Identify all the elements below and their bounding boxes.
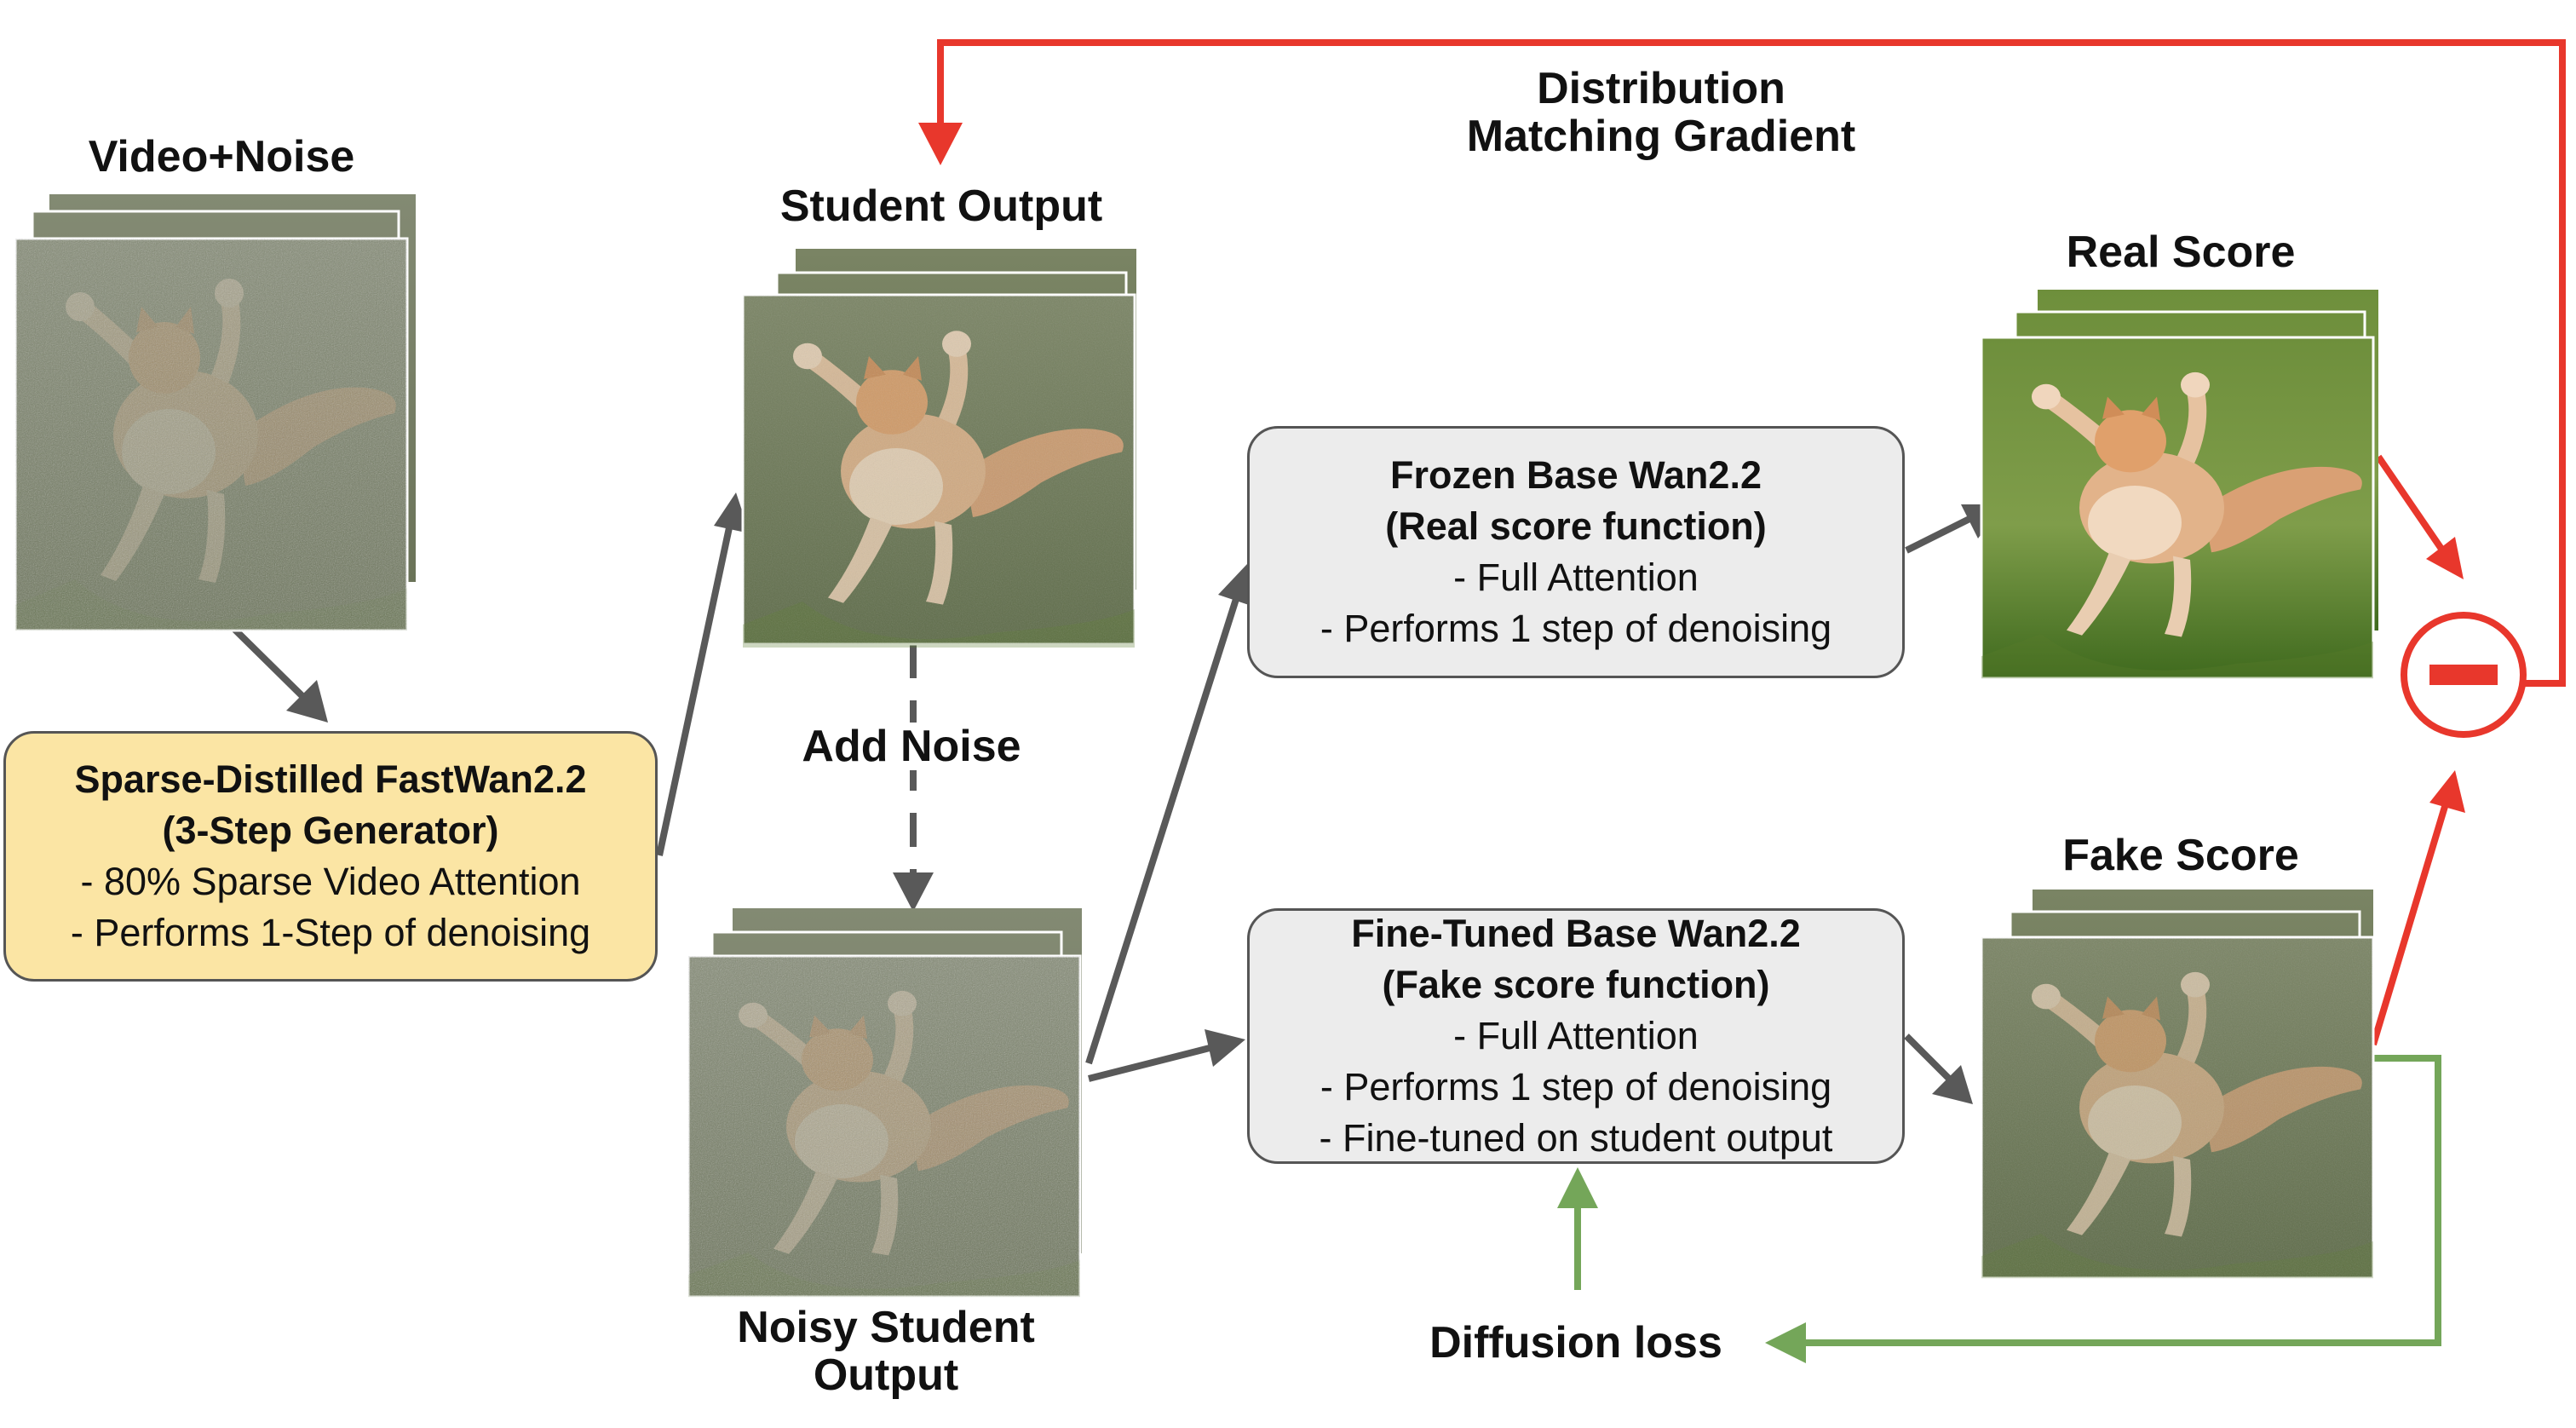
arrowhead [2426, 537, 2464, 579]
real-score-model-box: Frozen Base Wan2.2 (Real score function)… [1247, 426, 1905, 678]
arrowhead [1765, 1322, 1806, 1363]
student-output-label: Student Output [779, 181, 1103, 231]
real-model-line-1: - Full Attention [1453, 556, 1699, 599]
real-model-title-1: Frozen Base Wan2.2 [1390, 453, 1762, 497]
arrowhead [1932, 1065, 1973, 1104]
arrow-real-score-to-minus [2375, 454, 2448, 556]
noisy-student-output-line-1: Noisy Student [737, 1303, 1035, 1352]
arrow-fake-model-to-fake-score [1904, 1034, 1953, 1083]
real-score-frames [1980, 290, 2378, 680]
arrowhead [918, 123, 963, 165]
arrow-noisy-to-fake-model [1088, 1045, 1210, 1082]
arrows-red [918, 39, 2566, 1046]
arrow-fake-score-to-minus [2370, 799, 2450, 1046]
distribution-matching-gradient-label: Distribution Matching Gradient [1414, 65, 1908, 160]
student-output-frames [741, 249, 1136, 648]
noisy-student-output-line-2: Output [813, 1350, 959, 1400]
arrowhead [714, 492, 750, 533]
generator-title-2: (3-Step Generator) [162, 809, 499, 852]
fake-model-line-3: - Fine-tuned on student output [1319, 1116, 1833, 1160]
fake-model-line-2: - Performs 1 step of denoising [1320, 1065, 1832, 1108]
fake-model-line-1: - Full Attention [1453, 1014, 1699, 1057]
dmg-line-2: Matching Gradient [1466, 112, 1856, 161]
fake-score-to-diffusion-loss-path [1803, 1055, 2441, 1346]
arrowhead [2429, 770, 2465, 813]
arrow-noisy-to-real-model [1085, 595, 1240, 1065]
real-score-label: Real Score [2066, 227, 2296, 277]
noisy-student-output-frames [687, 908, 1082, 1298]
fake-model-title-2: (Fake score function) [1382, 963, 1770, 1006]
fake-model-title-1: Fine-Tuned Base Wan2.2 [1351, 912, 1801, 955]
arrowhead [1557, 1167, 1598, 1208]
arrowhead [893, 872, 934, 912]
arrow-real-model-to-real-score [1905, 513, 1976, 554]
minus-icon [2401, 612, 2527, 738]
distribution-matching-gradient-path [937, 39, 2566, 687]
fake-score-model-box: Fine-Tuned Base Wan2.2 (Fake score funct… [1247, 908, 1905, 1164]
generator-box: Sparse-Distilled FastWan2.2 (3-Step Gene… [3, 731, 658, 982]
add-noise-label: Add Noise [801, 722, 1022, 771]
generator-title-1: Sparse-Distilled FastWan2.2 [74, 757, 587, 801]
video-noise-label: Video+Noise [88, 132, 355, 181]
fake-score-frames [1980, 890, 2375, 1280]
real-model-line-2: - Performs 1 step of denoising [1320, 607, 1832, 650]
fake-score-label: Fake Score [2062, 831, 2299, 880]
arrows-green [1557, 1055, 2441, 1363]
arrowhead [1205, 1029, 1245, 1067]
diffusion-loss-label: Diffusion loss [1429, 1318, 1722, 1368]
dmg-line-1: Distribution [1537, 64, 1785, 113]
arrowhead [286, 680, 328, 723]
real-model-title-2: (Real score function) [1385, 504, 1767, 548]
arrowhead [1218, 564, 1254, 607]
arrow-generator-to-student [656, 519, 734, 856]
video-noise-frames [14, 194, 416, 632]
generator-line-2: - Performs 1-Step of denoising [70, 911, 591, 954]
generator-line-1: - 80% Sparse Video Attention [80, 860, 581, 903]
noisy-student-output-label: Noisy Student Output [681, 1304, 1090, 1399]
